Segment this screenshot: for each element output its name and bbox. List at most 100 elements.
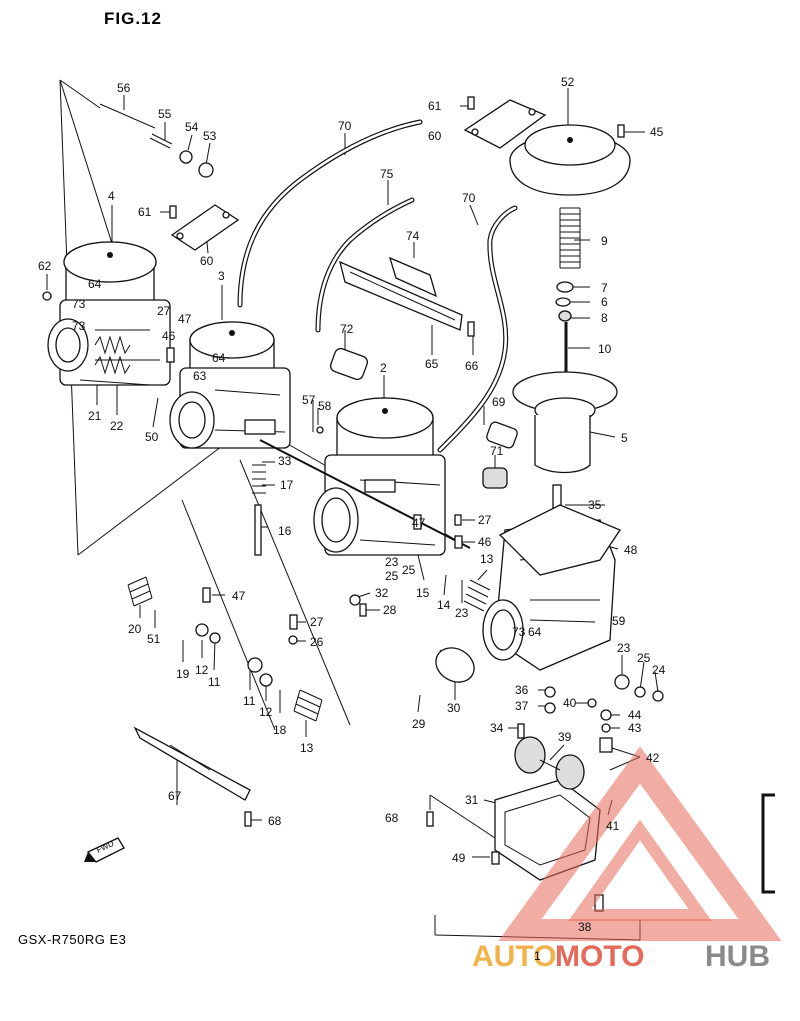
label-64a: 64 <box>88 277 102 291</box>
label-3: 3 <box>218 269 225 283</box>
shaft-16 <box>254 504 262 556</box>
label-71: 71 <box>490 444 504 458</box>
washers-6-7-8 <box>555 281 574 322</box>
label-56: 56 <box>117 81 131 95</box>
label-70a: 70 <box>338 119 352 133</box>
label-53: 53 <box>203 129 217 143</box>
label-42: 42 <box>646 751 660 765</box>
watermark-moto: MOTO <box>555 940 644 973</box>
cap-69 <box>486 421 518 449</box>
label-11a: 11 <box>208 675 221 689</box>
label-32: 32 <box>375 586 389 600</box>
label-24: 24 <box>652 663 666 677</box>
label-25a: 25 <box>385 569 399 583</box>
label-23a: 23 <box>385 555 399 569</box>
leader-lines <box>46 79 659 941</box>
label-6: 6 <box>601 295 608 309</box>
label-25b: 25 <box>402 563 416 577</box>
label-68a: 68 <box>385 811 399 825</box>
label-57: 57 <box>302 393 316 407</box>
label-7: 7 <box>601 281 608 295</box>
label-58: 58 <box>318 399 332 413</box>
label-66: 66 <box>465 359 479 373</box>
label-61a: 61 <box>138 205 152 219</box>
label-46a: 46 <box>162 329 176 343</box>
label-70b: 70 <box>462 191 476 205</box>
label-4: 4 <box>108 189 115 203</box>
label-36: 36 <box>515 683 529 697</box>
label-50: 50 <box>145 430 159 444</box>
label-60b: 60 <box>428 129 442 143</box>
label-23b: 23 <box>455 606 469 620</box>
label-11b: 11 <box>243 694 256 708</box>
label-30: 30 <box>447 701 461 715</box>
label-10: 10 <box>598 342 612 356</box>
spring-22-icon <box>94 335 131 375</box>
label-27b: 27 <box>478 513 492 527</box>
cap-74 <box>388 256 438 298</box>
label-5: 5 <box>621 431 628 445</box>
gasket-48 <box>498 504 621 576</box>
cap-72 <box>329 347 369 381</box>
plate-30 <box>435 647 475 683</box>
label-61b: 61 <box>428 99 442 113</box>
label-67: 67 <box>168 789 182 803</box>
label-59: 59 <box>612 614 626 628</box>
label-52: 52 <box>561 75 575 89</box>
spring-13-icon <box>293 689 323 722</box>
label-44: 44 <box>628 708 642 722</box>
label-27a: 27 <box>157 304 171 318</box>
label-23c: 23 <box>617 641 631 655</box>
carburetor-4 <box>47 241 171 386</box>
label-73a: 73 <box>72 297 86 311</box>
label-12b: 12 <box>259 705 273 719</box>
label-68b: 68 <box>268 814 282 828</box>
label-17: 17 <box>280 478 294 492</box>
spring-9-icon <box>559 207 581 269</box>
label-55: 55 <box>158 107 172 121</box>
label-64b: 64 <box>212 351 226 365</box>
hose-70-right <box>437 205 518 453</box>
label-39: 39 <box>558 730 572 744</box>
label-64c: 64 <box>528 625 542 639</box>
float-39 <box>514 736 585 790</box>
label-34: 34 <box>490 721 504 735</box>
label-13a: 13 <box>480 552 494 566</box>
label-51: 51 <box>147 632 161 646</box>
label-46b: 46 <box>478 535 492 549</box>
label-60a: 60 <box>200 254 214 268</box>
label-48: 48 <box>624 543 638 557</box>
fwd-arrow-icon: FWD <box>84 837 125 863</box>
bracket-67 <box>133 726 251 801</box>
label-26: 26 <box>310 635 324 649</box>
label-33: 33 <box>278 454 292 468</box>
label-2: 2 <box>380 361 387 375</box>
spring-17-icon <box>252 464 266 494</box>
figure-title: FIG.12 <box>104 9 162 28</box>
label-22: 22 <box>110 419 124 433</box>
callout-labels: 56 55 54 53 4 61 60 3 62 64 73 27 47 46 … <box>38 75 666 963</box>
label-49: 49 <box>452 851 466 865</box>
bracket-mark <box>761 793 775 894</box>
carburetor-2 <box>313 397 446 556</box>
label-20: 20 <box>128 622 142 636</box>
bracket-65 <box>339 260 463 331</box>
label-45: 45 <box>650 125 664 139</box>
label-62: 62 <box>38 259 52 273</box>
label-18: 18 <box>273 723 287 737</box>
label-73c: 73 <box>512 625 526 639</box>
label-72: 72 <box>340 322 354 336</box>
label-73b: 73 <box>72 319 86 333</box>
hose-70-left <box>237 119 423 308</box>
label-16: 16 <box>278 524 292 538</box>
label-13b: 13 <box>300 741 314 755</box>
label-47b: 47 <box>412 516 426 530</box>
label-40: 40 <box>563 696 577 710</box>
label-47a: 47 <box>178 312 192 326</box>
spring-13b-icon <box>463 579 491 612</box>
plate-60-left <box>170 204 240 251</box>
diaphragm-5 <box>512 371 618 474</box>
label-29: 29 <box>412 717 426 731</box>
